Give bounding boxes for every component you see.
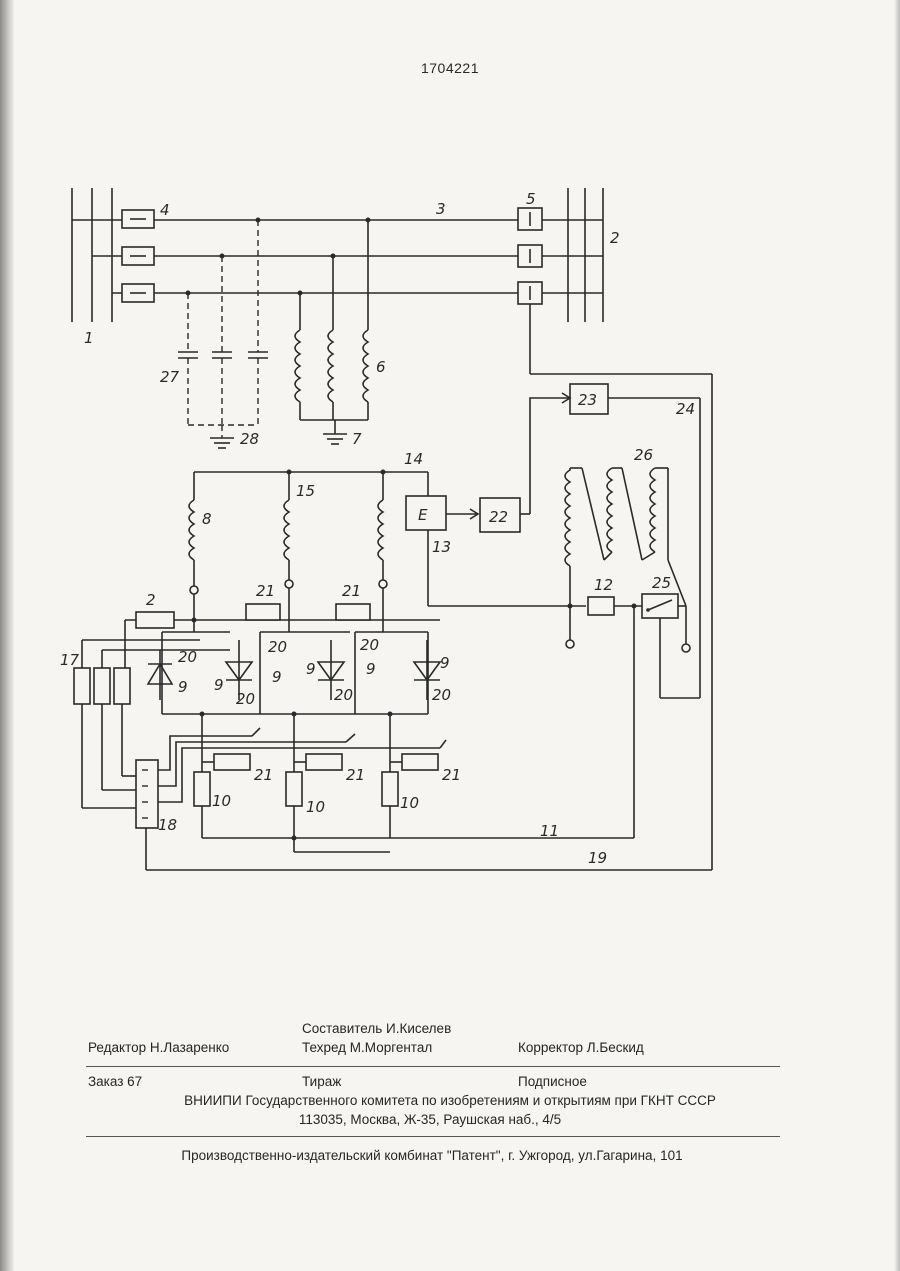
bus-11 <box>294 606 634 838</box>
label-line-19: 19 <box>588 849 607 867</box>
label-resistor-2: 2 <box>146 591 156 609</box>
circuit-diagram: 1 2 3 4 5 6 7 8 15 14 13 E 22 23 24 26 1… <box>0 0 900 1000</box>
compiler-credit: Составитель И.Киселев <box>302 1021 451 1036</box>
label-ground-28: 28 <box>240 430 259 448</box>
label-line-3: 3 <box>436 200 446 218</box>
capacitor-bank <box>178 218 268 439</box>
busbar-left <box>72 188 112 322</box>
institute-line: ВНИИПИ Государственного комитета по изоб… <box>0 1093 900 1108</box>
label-coil-8: 8 <box>202 510 212 528</box>
label-thyristor-9: 9 <box>440 654 450 672</box>
label-resistors-17: 17 <box>60 651 80 669</box>
label-block-18: 18 <box>158 816 177 834</box>
thyristor-bridge <box>74 588 446 852</box>
line-19 <box>146 698 712 870</box>
label-resistor-21: 21 <box>442 766 461 784</box>
relay-25 <box>642 594 712 698</box>
ground-28 <box>210 438 234 448</box>
label-snubber-20: 20 <box>268 638 287 656</box>
label-resistor-10: 10 <box>212 792 231 810</box>
techred-credit: Техред М.Моргентал <box>302 1040 432 1055</box>
label-bus-2: 2 <box>610 229 620 247</box>
editor-credit: Редактор Н.Лазаренко <box>88 1040 229 1055</box>
coil-third <box>378 472 387 588</box>
label-resistor-12: 12 <box>594 576 613 594</box>
label-coil-15: 15 <box>296 482 315 500</box>
label-coils-26: 26 <box>634 446 653 464</box>
divider-bottom <box>86 1136 780 1137</box>
corrector-credit: Корректор Л.Бескид <box>518 1040 644 1055</box>
label-thyristor-9: 9 <box>306 660 316 678</box>
busbar-right <box>568 188 603 322</box>
publisher-line: Производственно-издательский комбинат "П… <box>0 1148 864 1163</box>
label-resistor-21: 21 <box>256 582 275 600</box>
label-thyristor-9: 9 <box>178 678 188 696</box>
label-reactor-6: 6 <box>376 358 386 376</box>
label-block-22: 22 <box>489 508 508 526</box>
address-line: 113035, Москва, Ж-35, Раушская наб., 4/5 <box>0 1112 860 1127</box>
label-bus-11: 11 <box>540 822 559 840</box>
label-resistor-10: 10 <box>400 794 419 812</box>
label-sensor-13: 13 <box>432 538 451 556</box>
label-thyristor-9: 9 <box>214 676 224 694</box>
circulation: Тираж <box>302 1074 341 1089</box>
label-snubber-20: 20 <box>178 648 197 666</box>
reactor-6 <box>295 218 371 435</box>
label-bus-1: 1 <box>84 329 94 347</box>
label-capacitor-27: 27 <box>160 368 180 386</box>
label-resistor-21: 21 <box>346 766 365 784</box>
resistor-12 <box>566 597 644 648</box>
fuse-group <box>122 210 154 302</box>
ground-7 <box>323 434 347 444</box>
breaker-group <box>518 208 542 304</box>
label-resistor-21: 21 <box>254 766 273 784</box>
order-number: Заказ 67 <box>88 1074 142 1089</box>
block-23 <box>530 384 700 608</box>
coil-8 <box>189 472 198 594</box>
label-ground-7: 7 <box>352 430 362 448</box>
label-snubber-20: 20 <box>432 686 451 704</box>
control-line-24 <box>530 304 712 698</box>
label-snubber-20: 20 <box>334 686 353 704</box>
label-line-14: 14 <box>404 450 423 468</box>
label-resistor-21: 21 <box>342 582 361 600</box>
label-relay-25: 25 <box>652 574 671 592</box>
label-sensor-symbol: E <box>418 506 428 524</box>
coil-15 <box>284 472 293 588</box>
label-line-24: 24 <box>676 400 695 418</box>
label-thyristor-9: 9 <box>366 660 376 678</box>
divider-top <box>86 1066 780 1067</box>
label-snubber-20: 20 <box>360 636 379 654</box>
label-thyristor-9: 9 <box>272 668 282 686</box>
label-breaker-5: 5 <box>526 190 536 208</box>
label-block-23: 23 <box>578 391 597 409</box>
label-snubber-20: 20 <box>236 690 255 708</box>
label-resistor-10: 10 <box>306 798 325 816</box>
subscription: Подписное <box>518 1074 587 1089</box>
label-fuse-4: 4 <box>160 201 170 219</box>
